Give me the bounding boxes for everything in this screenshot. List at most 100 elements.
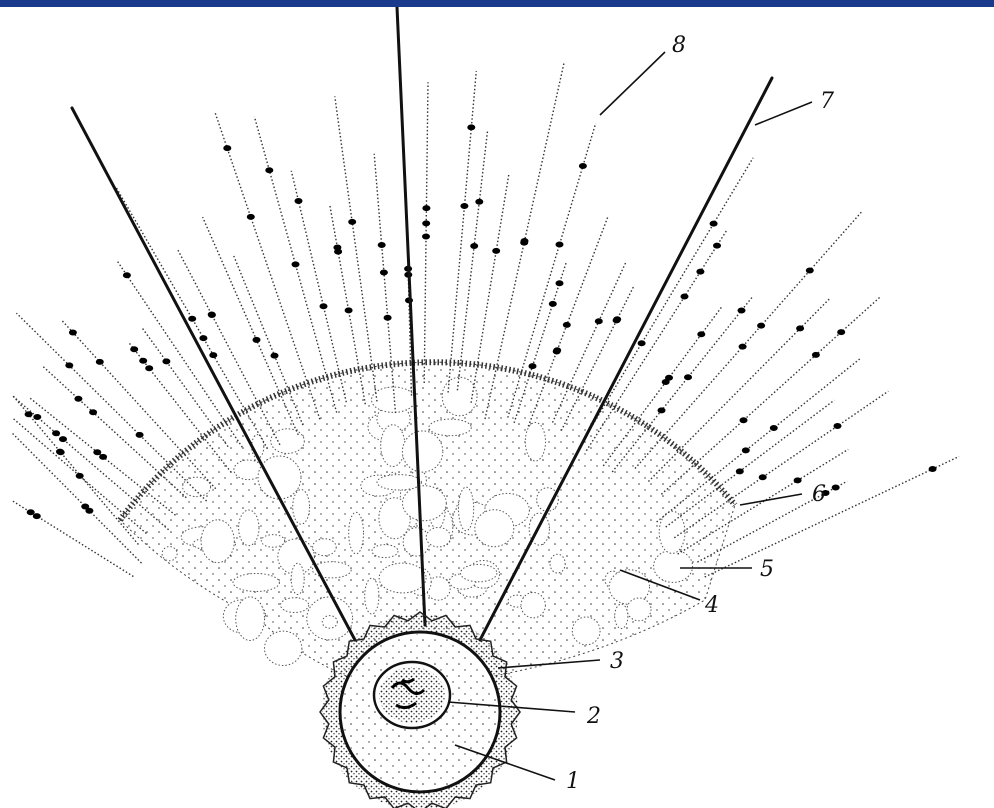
granule (460, 203, 468, 209)
granule (770, 425, 778, 431)
granule (96, 359, 104, 365)
granule (796, 325, 804, 331)
granule (188, 316, 196, 322)
vacuole (281, 598, 309, 613)
granule (556, 242, 564, 248)
granule (130, 346, 138, 352)
pseudopod (291, 171, 346, 402)
granule (665, 375, 673, 381)
granule (658, 407, 666, 413)
label-8: 8 (672, 33, 686, 58)
granule (345, 307, 353, 313)
granule (713, 243, 721, 249)
granule (742, 447, 750, 453)
vacuole (265, 631, 302, 665)
granule (320, 303, 328, 309)
granule (613, 317, 621, 323)
top-frame-bar (0, 0, 994, 7)
vacuole (349, 512, 364, 554)
vacuole (322, 616, 337, 629)
granule (834, 423, 842, 429)
vacuole (271, 429, 305, 454)
granule (806, 268, 814, 274)
granule (25, 411, 33, 417)
leader-7 (755, 102, 812, 125)
granule (638, 340, 646, 346)
pseudopod (448, 71, 476, 393)
granule (556, 280, 564, 286)
vacuole (403, 486, 447, 521)
pseudopod (457, 131, 487, 390)
vacuole (365, 578, 379, 614)
vacuole (377, 475, 421, 490)
granule (759, 474, 767, 480)
granule (563, 322, 571, 328)
radiolarian-diagram: 1 2 3 4 5 6 7 8 (0, 7, 994, 808)
vacuole (442, 377, 477, 416)
vacuole (475, 510, 514, 547)
vacuole (381, 425, 405, 467)
label-1: 1 (566, 769, 580, 794)
granule (492, 248, 500, 254)
vacuole (291, 563, 304, 594)
granule (832, 485, 840, 491)
granule (812, 352, 820, 358)
granule (520, 240, 528, 246)
granule (681, 294, 689, 300)
label-4: 4 (704, 593, 719, 618)
granule (739, 344, 747, 350)
granule (59, 436, 67, 442)
vacuole (654, 550, 693, 582)
granule (549, 301, 557, 307)
granule (27, 509, 35, 515)
vacuole (372, 545, 398, 558)
vacuole (615, 604, 628, 628)
granule (123, 272, 131, 278)
pseudopod (661, 297, 880, 494)
granule (52, 430, 60, 436)
label-6: 6 (812, 482, 826, 507)
granule (33, 414, 41, 420)
granule (145, 365, 153, 371)
granule (738, 308, 746, 314)
granule (209, 352, 217, 358)
granule (529, 363, 537, 369)
vacuole (402, 431, 442, 472)
granule (595, 318, 603, 324)
granule (422, 234, 430, 240)
granule (710, 221, 718, 227)
granule (265, 167, 273, 173)
pseudopod (117, 260, 243, 447)
pseudopod (424, 82, 428, 383)
granule (333, 245, 341, 251)
pseudopod (705, 457, 959, 578)
pseudopod (12, 395, 138, 545)
granule (65, 362, 73, 368)
granule (57, 449, 65, 455)
pseudopod (635, 212, 861, 468)
label-3: 3 (610, 649, 624, 674)
granule (837, 329, 845, 335)
pseudopod (215, 113, 320, 420)
granule (162, 358, 170, 364)
granule (136, 432, 144, 438)
vacuole (261, 535, 284, 548)
granule (757, 323, 765, 329)
granule (579, 163, 587, 169)
granule (475, 199, 483, 205)
granule (348, 219, 356, 225)
granule (33, 513, 41, 519)
vacuole (403, 528, 429, 556)
granule (740, 417, 748, 423)
vacuole (201, 520, 234, 563)
vacuole (313, 539, 337, 556)
vacuole (258, 456, 301, 499)
granule (247, 214, 255, 220)
granule (208, 312, 216, 318)
granule (81, 504, 89, 510)
pseudopod (335, 96, 377, 401)
granule (378, 242, 386, 248)
nucleus (374, 662, 450, 728)
granule (553, 347, 561, 353)
granule (271, 353, 279, 359)
